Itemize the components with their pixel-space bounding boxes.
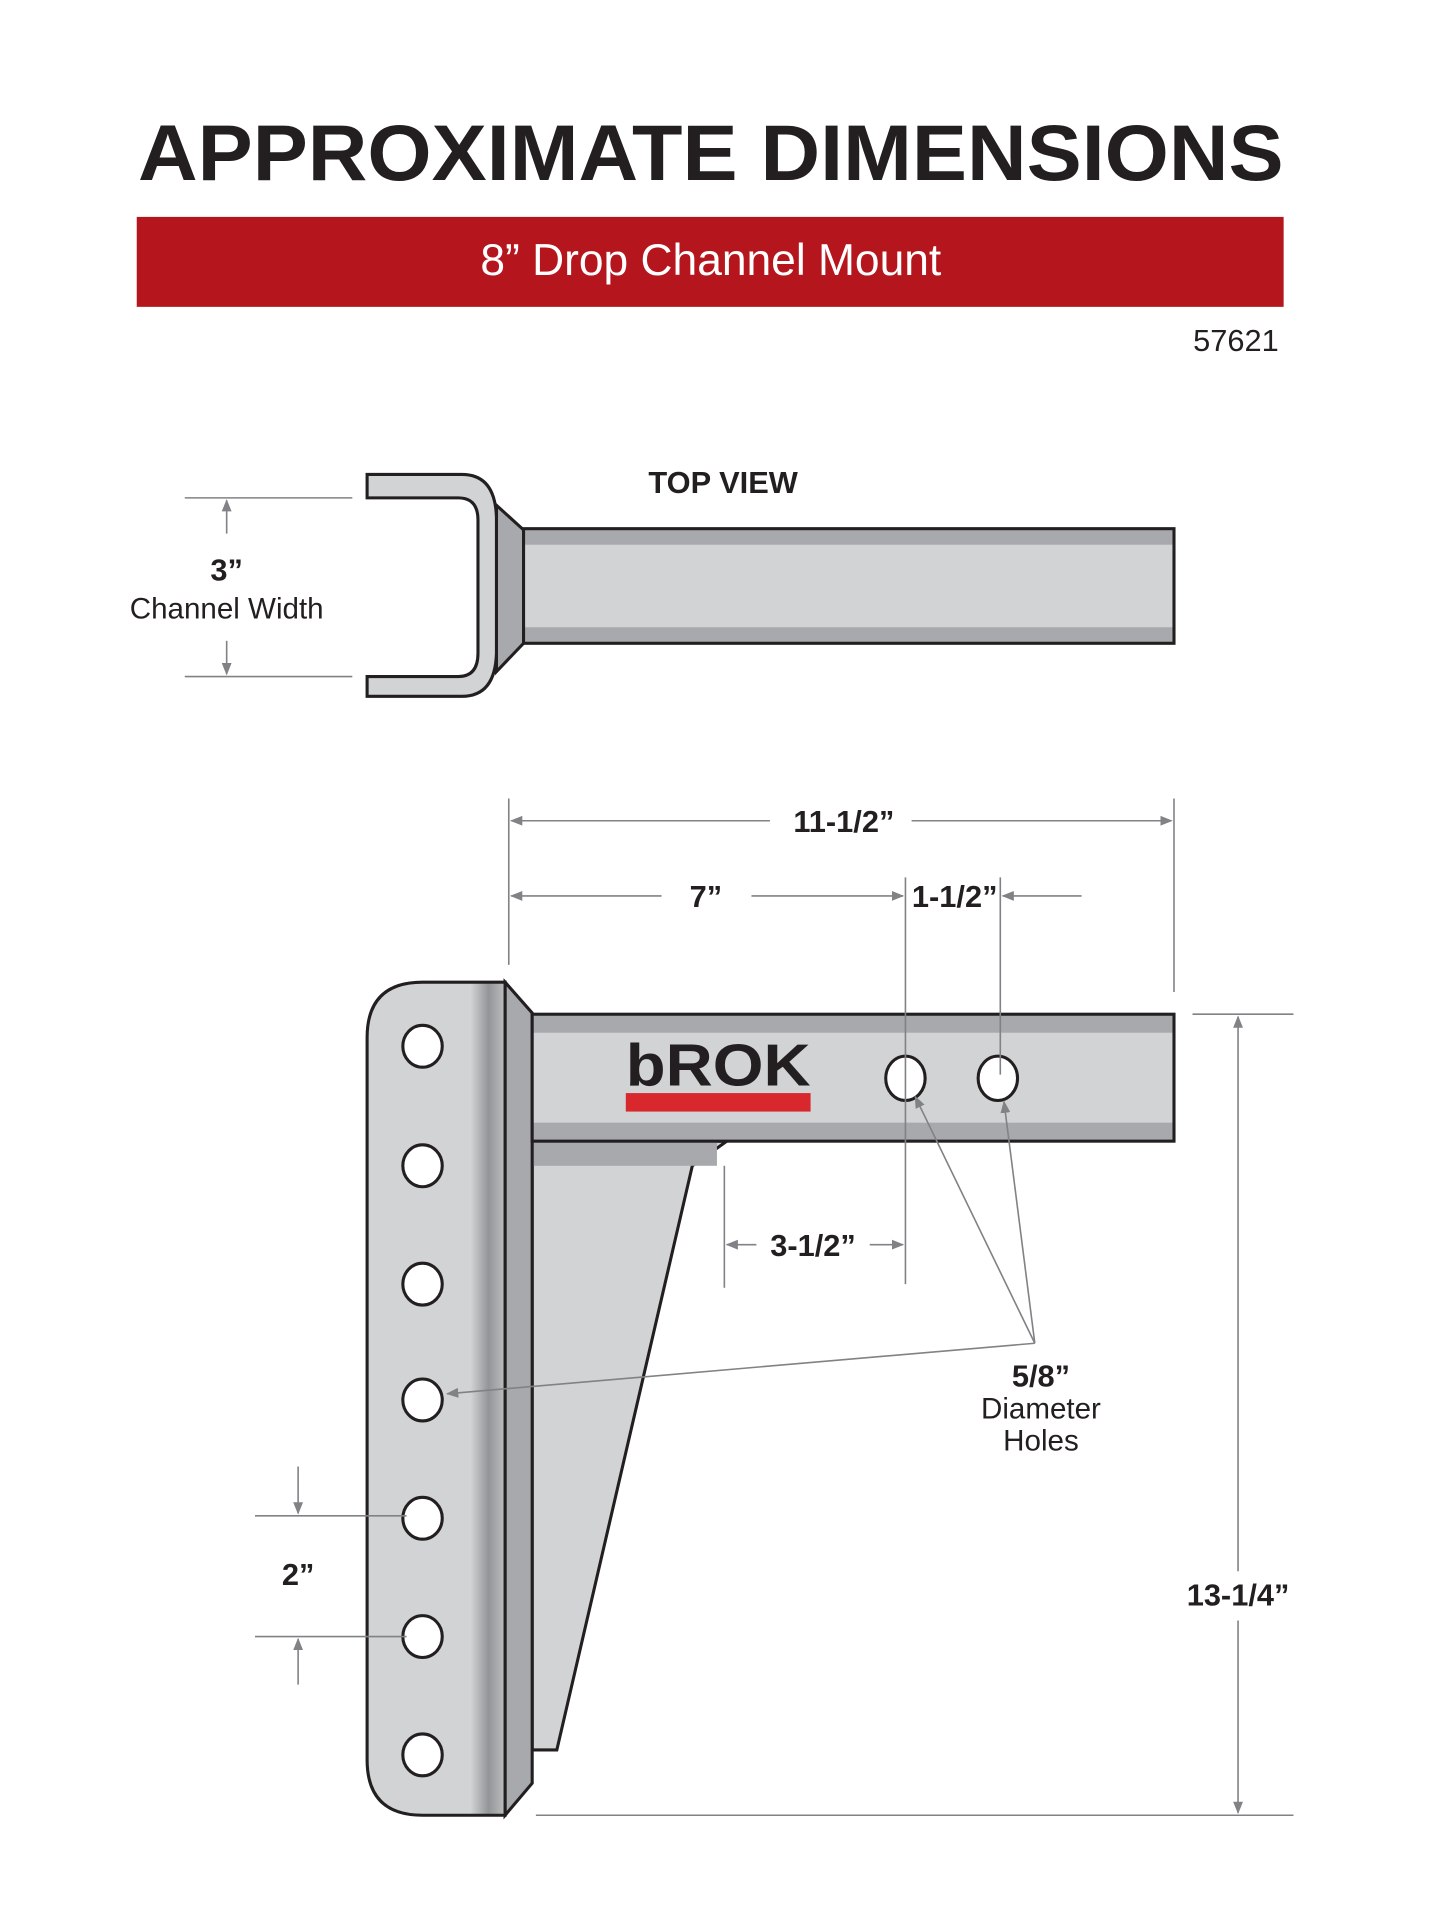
channel-width-dimension	[184, 497, 353, 678]
subtitle: 8” Drop Channel Mount	[480, 236, 941, 285]
first-hole-distance-label: 7”	[690, 879, 723, 914]
gusset-offset-label: 3-1/2”	[770, 1228, 856, 1263]
plate-holes	[401, 1023, 444, 1778]
svg-text:bROK: bROK	[626, 1032, 811, 1099]
top-view-label: TOP VIEW	[648, 465, 798, 500]
plate-hole	[401, 1732, 444, 1778]
part-number: 57621	[1193, 323, 1279, 358]
channel-width-value: 3”	[210, 552, 243, 587]
hole-size-line1: Diameter	[981, 1392, 1101, 1425]
plate-hole	[401, 1495, 444, 1541]
channel-width-label: Channel Width	[130, 593, 324, 626]
brok-logo: bROK	[625, 1032, 811, 1112]
side-view-drawing	[365, 978, 1176, 1820]
plate-hole	[401, 1377, 444, 1423]
plate-hole	[401, 1023, 444, 1069]
overall-height-label: 13-1/4”	[1187, 1578, 1290, 1613]
hole-size-line2: Holes	[1003, 1424, 1079, 1457]
top-view-drawing	[365, 472, 1176, 698]
hole-size-value: 5/8”	[1012, 1358, 1070, 1393]
dimension-lines	[255, 798, 1294, 1817]
plate-hole	[401, 1614, 444, 1660]
subtitle-banner	[136, 216, 1284, 307]
plate-hole	[401, 1261, 444, 1307]
plate-hole	[401, 1143, 444, 1189]
tube-hole	[976, 1054, 1020, 1103]
hole-spacing-label: 1-1/2”	[912, 879, 998, 914]
overall-length-label: 11-1/2”	[793, 804, 894, 839]
page-title: APPROXIMATE DIMENSIONS	[138, 109, 1284, 197]
plate-hole-spacing-label: 2”	[282, 1557, 315, 1592]
